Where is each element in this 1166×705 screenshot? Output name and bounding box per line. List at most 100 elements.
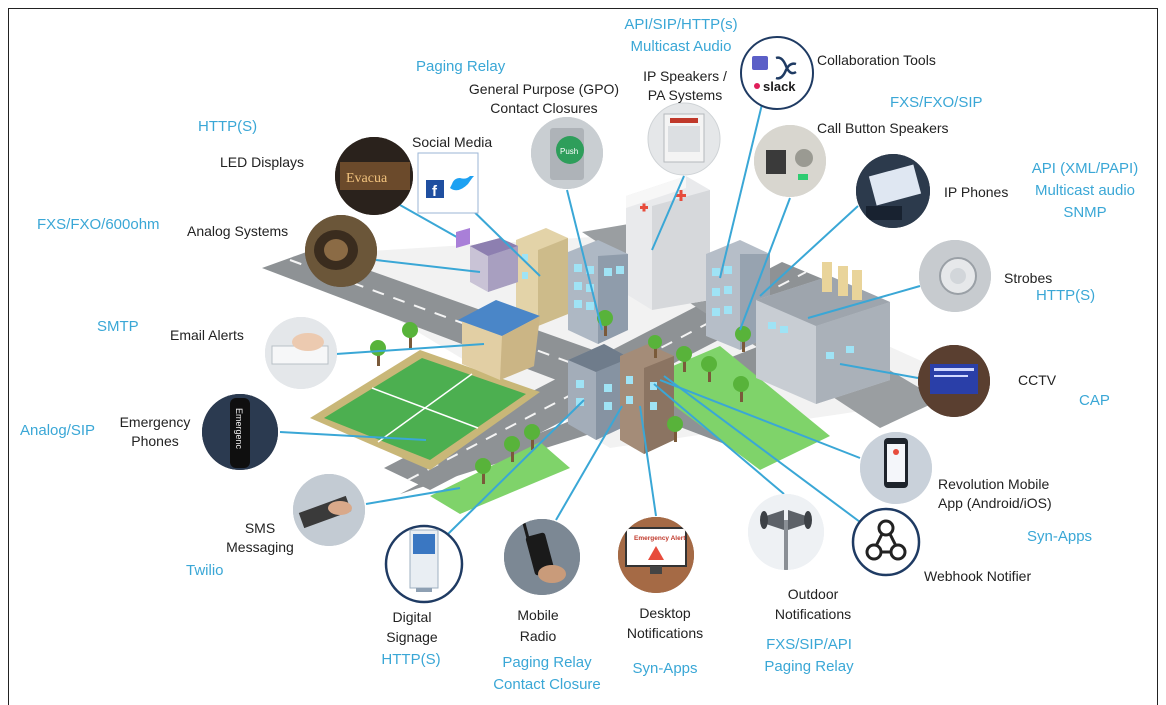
social-media-pin — [456, 228, 470, 248]
connector-strobes — [807, 285, 921, 319]
protocol-paging-relay-bottom-line1: Paging Relay — [502, 654, 592, 671]
social-media-icon: f — [417, 152, 479, 248]
label-email-alerts: Email Alerts — [170, 327, 244, 343]
label-gpo-line2: Contact Closures — [490, 100, 598, 116]
grass-bottom — [430, 442, 570, 514]
desktop-notification-icon: Emergency Alert — [618, 517, 694, 593]
sports-field — [324, 358, 526, 460]
ground-areas — [310, 346, 830, 514]
protocol-smtp: SMTP — [97, 318, 139, 335]
house-building — [458, 300, 540, 380]
protocol-syn-apps-bottom: Syn-Apps — [632, 660, 698, 677]
label-cctv: CCTV — [1018, 372, 1057, 388]
outdoor-siren-icon — [748, 494, 824, 570]
tree — [475, 458, 491, 484]
led-display-icon: Evacua — [335, 137, 413, 215]
protocol-analog-sip: Analog/SIP — [20, 422, 96, 439]
connector-collab — [719, 95, 765, 279]
brown-tower — [620, 344, 674, 454]
call-button-speaker-icon — [754, 125, 826, 197]
protocol-api-xml-line2: Multicast audio — [1034, 182, 1136, 199]
connector-webhook — [663, 375, 861, 523]
facebook-icon: f — [432, 183, 438, 200]
label-revolution-line1: Revolution Mobile — [938, 476, 1050, 492]
label-outdoor-line1: Outdoor — [787, 586, 839, 602]
ip-speaker-icon — [647, 102, 721, 176]
label-sms-line1: SMS — [244, 520, 276, 536]
slack-wordmark: slack — [763, 79, 796, 94]
connector-outdoor — [653, 383, 785, 495]
digital-signage-icon — [384, 524, 464, 604]
email-alert-icon — [265, 317, 337, 389]
sms-icon — [293, 474, 365, 546]
protocol-api-xml-line1: API (XML/PAPI) — [1031, 160, 1139, 177]
tree — [524, 424, 540, 450]
tree — [648, 335, 662, 358]
mobile-radio-icon — [504, 519, 580, 595]
label-led-displays: LED Displays — [220, 154, 305, 170]
label-social-media: Social Media — [412, 134, 493, 150]
protocol-paging-relay-top: Paging Relay — [416, 58, 506, 75]
grass-right — [640, 346, 830, 470]
ip-phone-icon — [856, 154, 930, 228]
label-ip-phones: IP Phones — [944, 184, 1009, 200]
protocol-fxs-sip-api-line1: FXS/SIP/API — [766, 636, 852, 653]
beige-building — [516, 228, 568, 326]
label-revolution-line2: App (Android/iOS) — [938, 495, 1052, 511]
label-gpo-line1: General Purpose (GPO) — [468, 81, 620, 97]
tree — [701, 356, 717, 382]
protocol-syn-apps-right: Syn-Apps — [1027, 528, 1093, 545]
gpo-button-icon: Push — [531, 117, 603, 189]
label-outdoor-line2: Notifications — [774, 606, 852, 622]
collaboration-tools-icon: slack — [740, 36, 814, 110]
strobe-icon — [919, 240, 991, 312]
protocol-paging-relay-bottom-line2: Contact Closure — [493, 676, 601, 693]
protocol-http-s-led: HTTP(S) — [198, 118, 258, 135]
field-line-mid — [377, 373, 473, 443]
protocol-fxs-fxo-600ohm: FXS/FXO/600ohm — [37, 216, 160, 233]
webex-icon — [775, 56, 797, 80]
connector-desk — [639, 405, 657, 517]
emergency-phone-icon: Emergenc — [202, 394, 278, 470]
label-digital-signage-line1: Digital — [392, 609, 432, 625]
desktop-screen-text: Emergency Alert — [634, 535, 686, 542]
button-text: Push — [560, 147, 578, 156]
label-mobile-radio-line2: Radio — [519, 628, 557, 644]
label-analog-systems: Analog Systems — [187, 223, 289, 239]
label-ip-speakers-line1: IP Speakers / — [643, 68, 727, 84]
connector-call — [739, 197, 791, 331]
protocol-fxs-sip-api-line2: Paging Relay — [764, 658, 854, 675]
connector-gpo — [566, 189, 603, 331]
emergency-phone-text: Emergenc — [234, 408, 244, 450]
office-tower-left — [568, 240, 628, 344]
connector-sms — [365, 487, 461, 505]
label-sms-line2: Messaging — [226, 539, 294, 555]
tree — [667, 416, 683, 442]
label-desktop-line1: Desktop — [639, 605, 691, 621]
label-call-button-speakers: Call Button Speakers — [817, 120, 949, 136]
protocol-api-sip-http-line1: API/SIP/HTTP(s) — [624, 16, 738, 33]
tree — [504, 436, 520, 462]
connector-analog — [375, 259, 481, 273]
connector-cctv — [839, 363, 919, 379]
label-collaboration-tools: Collaboration Tools — [817, 52, 936, 68]
tree — [370, 340, 386, 366]
label-mobile-radio-line1: Mobile — [517, 607, 559, 623]
diagram-frame — [8, 8, 1158, 705]
protocol-fxs-fxo-sip: FXS/FXO/SIP — [890, 94, 983, 111]
shop-building — [470, 238, 518, 292]
connector-radio — [555, 405, 623, 521]
connector-sign — [447, 399, 585, 535]
trees — [370, 310, 751, 484]
protocol-api-xml-line3: SNMP — [1063, 204, 1107, 221]
label-webhook-notifier: Webhook Notifier — [924, 568, 1032, 584]
label-strobes: Strobes — [1004, 270, 1053, 286]
twitter-icon — [450, 176, 474, 191]
connector-led — [399, 204, 463, 241]
analog-speaker-icon — [305, 215, 377, 287]
connector-phones — [759, 205, 859, 297]
connector-email — [335, 343, 485, 355]
label-emergency-phones-line2: Phones — [131, 433, 179, 449]
